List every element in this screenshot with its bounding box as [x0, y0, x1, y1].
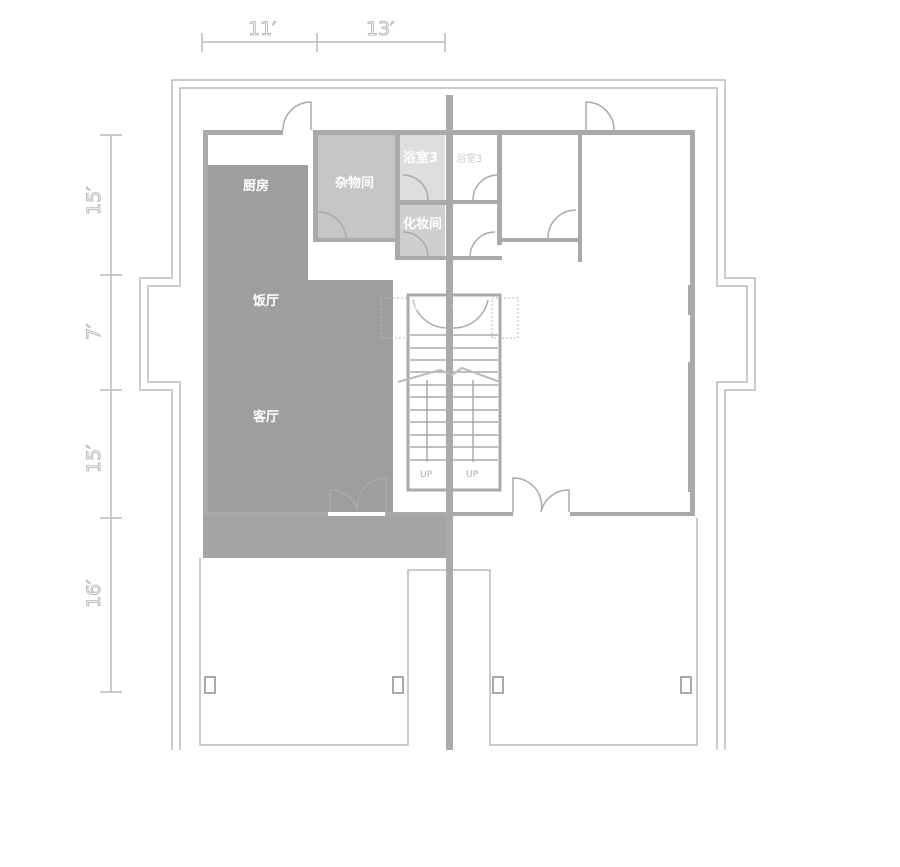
dimension-13ft: 13′ — [366, 18, 395, 40]
parking-bays — [199, 518, 698, 746]
utility-room-area — [316, 135, 395, 240]
stair-up-right: UP — [466, 470, 479, 480]
front-porch-area — [203, 516, 450, 558]
dimension-15ft-a: 15′ — [83, 187, 105, 216]
lot-boundary — [139, 79, 756, 750]
dimension-16ft: 16′ — [83, 580, 105, 609]
bath3-area — [400, 135, 445, 200]
room-label-utility: 杂物间 — [335, 175, 374, 191]
room-label-bath3: 浴室3 — [403, 150, 438, 166]
powder-room-area — [400, 205, 445, 257]
dimension-7ft: 7′ — [83, 324, 105, 340]
room-label-powder: 化妆间 — [403, 216, 442, 232]
dimension-11ft: 11′ — [248, 18, 277, 40]
top-dimension-bar: 11′ 13′ — [201, 18, 446, 52]
doors — [282, 101, 615, 513]
stair-up-left: UP — [420, 470, 433, 480]
room-label-kitchen: 厨房 — [243, 178, 269, 194]
living-dining-kitchen-area — [207, 165, 393, 512]
room-label-bath3-right: 浴室3 — [456, 152, 482, 165]
left-dimension-bar: 15′ 7′ 15′ 16′ — [83, 134, 122, 693]
dimension-15ft-b: 15′ — [83, 445, 105, 474]
room-label-living: 客厅 — [253, 409, 279, 425]
room-label-storage-left: 储藏室 — [410, 300, 440, 313]
room-label-storage-right: 储藏室 — [452, 300, 482, 313]
room-label-dining: 饭厅 — [252, 293, 279, 309]
staircase: UP UP — [380, 293, 519, 492]
